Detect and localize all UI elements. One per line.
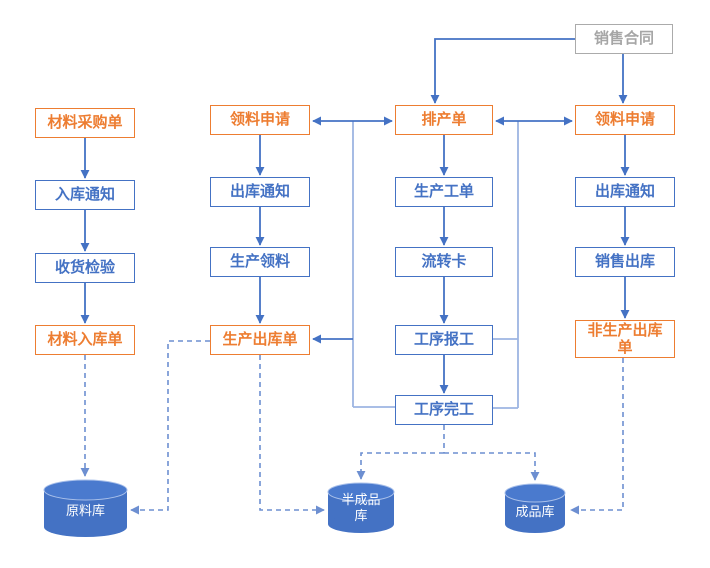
edge-process-complete-to-finished-store — [444, 452, 540, 481]
node-outbound-notice-right: 出库通知 — [575, 177, 675, 207]
node-process-report: 工序报工 — [395, 325, 493, 355]
raw-material-warehouse-label: 原料库 — [65, 503, 105, 519]
node-outbound-notice-left: 出库通知 — [210, 177, 310, 207]
semi-finished-cylinder — [327, 482, 395, 533]
edge-production-outbound-to-raw-store — [130, 340, 210, 515]
node-process-complete: 工序完工 — [395, 395, 493, 425]
node-material-inbound-order: 材料入库单 — [35, 325, 135, 355]
edge-process-complete-to-semi-store — [356, 452, 444, 480]
edge-production-outbound-to-semi-store — [259, 355, 325, 515]
node-receipt-inspection: 收货检验 — [35, 253, 135, 283]
node-picking-request-left: 领料申请 — [210, 105, 310, 135]
node-non-production-outbound-order: 非生产出库 单 — [575, 320, 675, 358]
node-flow-card: 流转卡 — [395, 247, 493, 277]
node-sales-outbound: 销售出库 — [575, 247, 675, 277]
node-picking-request-right: 领料申请 — [575, 105, 675, 135]
finished-goods-cylinder — [504, 483, 566, 533]
raw-material-cylinder — [43, 479, 128, 537]
node-production-schedule: 排产单 — [395, 105, 493, 135]
node-production-outbound-order: 生产出库单 — [210, 325, 310, 355]
node-production-work-order: 生产工单 — [395, 177, 493, 207]
semi-finished-warehouse-label: 半成品 库 — [341, 492, 381, 523]
edge-non-production-to-finished-store — [570, 358, 624, 515]
node-inbound-notice: 入库通知 — [35, 180, 135, 210]
node-production-picking: 生产领料 — [210, 247, 310, 277]
finished-goods-warehouse-label: 成品库 — [515, 504, 555, 520]
node-material-purchase-order: 材料采购单 — [35, 108, 135, 138]
edge-contract-to-schedule — [430, 38, 575, 104]
node-sales-contract: 销售合同 — [575, 24, 673, 54]
